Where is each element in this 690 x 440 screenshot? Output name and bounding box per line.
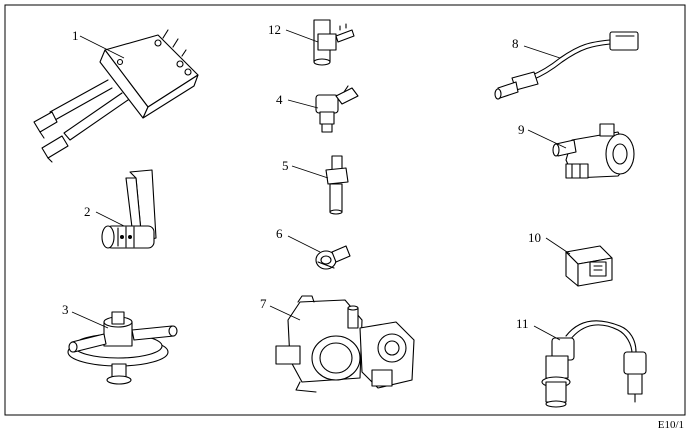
part-injector [315,85,359,133]
callout-9: 9 [518,122,525,137]
callout-1: 1 [72,28,79,43]
callout-3: 3 [62,302,69,317]
callout-4: 4 [276,92,283,107]
part-temperature-sensor [325,155,349,215]
part-throttle-body [275,295,415,393]
callout-6: 6 [276,226,283,241]
callout-8: 8 [512,36,519,51]
part-fuel-pump [101,169,157,249]
part-speed-sensor [541,320,647,408]
callout-7: 7 [260,296,267,311]
part-pressure-sensor [313,19,355,66]
figure-code: E10/1 [658,419,684,431]
part-canister-purge-valve [552,123,635,179]
callout-5: 5 [282,158,289,173]
part-relay [565,245,613,287]
callout-12: 12 [268,22,281,37]
callout-labels: 1 2 3 4 5 6 7 8 9 10 11 12 [62,22,541,331]
callout-11: 11 [516,316,529,331]
callout-10: 10 [528,230,541,245]
part-ignition-coil [33,29,199,163]
part-knock-sensor [315,245,351,270]
part-oxygen-sensor [494,31,639,100]
diagram-frame [4,4,686,416]
callout-2: 2 [84,204,91,219]
part-pressure-regulator [67,311,178,385]
leader-lines [71,29,571,341]
